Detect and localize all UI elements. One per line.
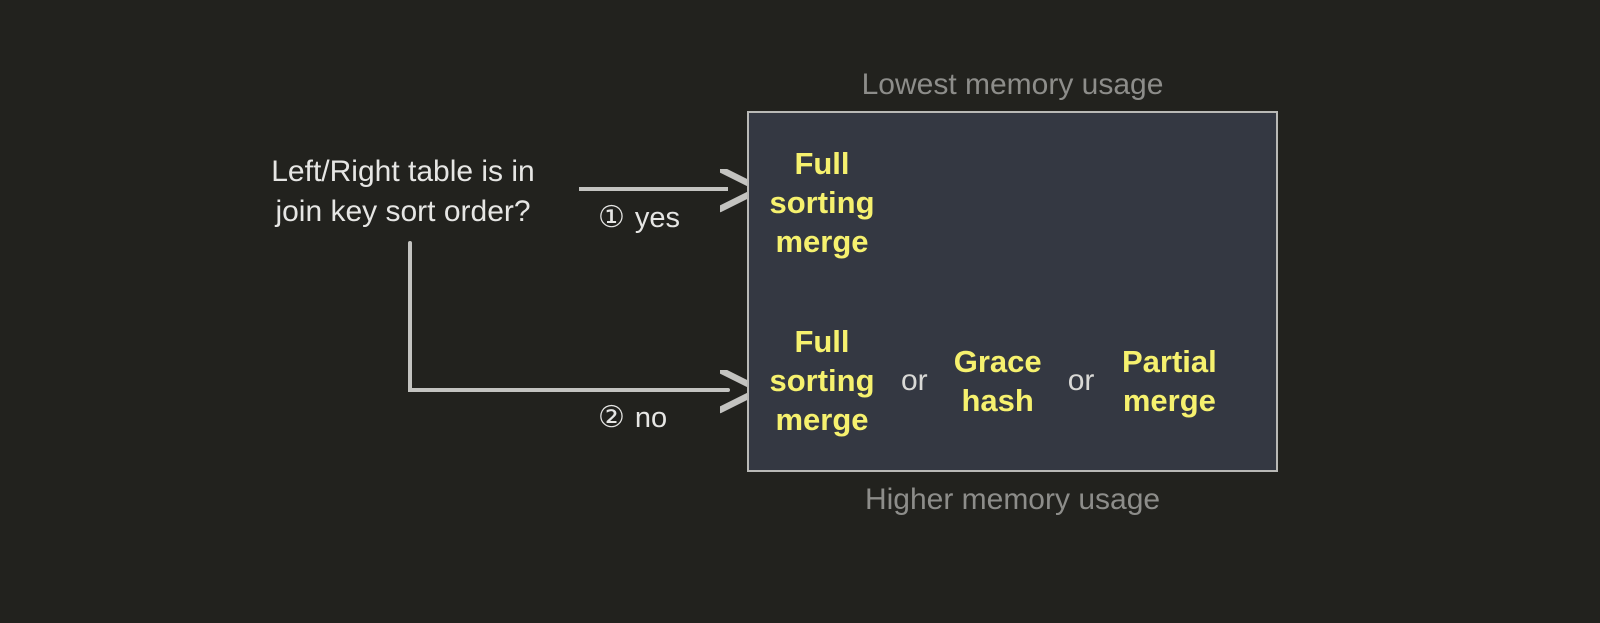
- branch-marker-2: ②: [598, 401, 625, 434]
- branch-marker-1: ①: [598, 201, 625, 234]
- outcome-full-sorting-merge-yes: Full sorting merge: [769, 145, 875, 259]
- branch-label-no: ② no: [598, 403, 667, 433]
- branch-text-2: no: [634, 401, 668, 434]
- caption-higher-memory: Higher memory usage: [864, 483, 1161, 516]
- outcome-row-yes: Full sorting merge: [749, 113, 1276, 292]
- conjunction-or-2: or: [1067, 363, 1095, 397]
- outcome-row-no: Full sorting merge or Grace hash or Part…: [749, 292, 1276, 471]
- conjunction-or-1: or: [901, 363, 928, 397]
- caption-lowest-memory: Lowest memory usage: [861, 68, 1164, 101]
- outcome-grace-hash: Grace hash: [953, 343, 1042, 418]
- outcome-partial-merge: Partial merge: [1121, 343, 1217, 418]
- decision-question: Left/Right table is in join key sort ord…: [271, 155, 535, 228]
- outcomes-panel: Full sorting merge Full sorting merge or…: [747, 111, 1278, 472]
- outcome-full-sorting-merge-no: Full sorting merge: [769, 324, 875, 438]
- elbow-arrow-right-icon: [408, 241, 728, 390]
- branch-label-yes: ① yes: [598, 203, 680, 233]
- branch-text-1: yes: [634, 201, 681, 234]
